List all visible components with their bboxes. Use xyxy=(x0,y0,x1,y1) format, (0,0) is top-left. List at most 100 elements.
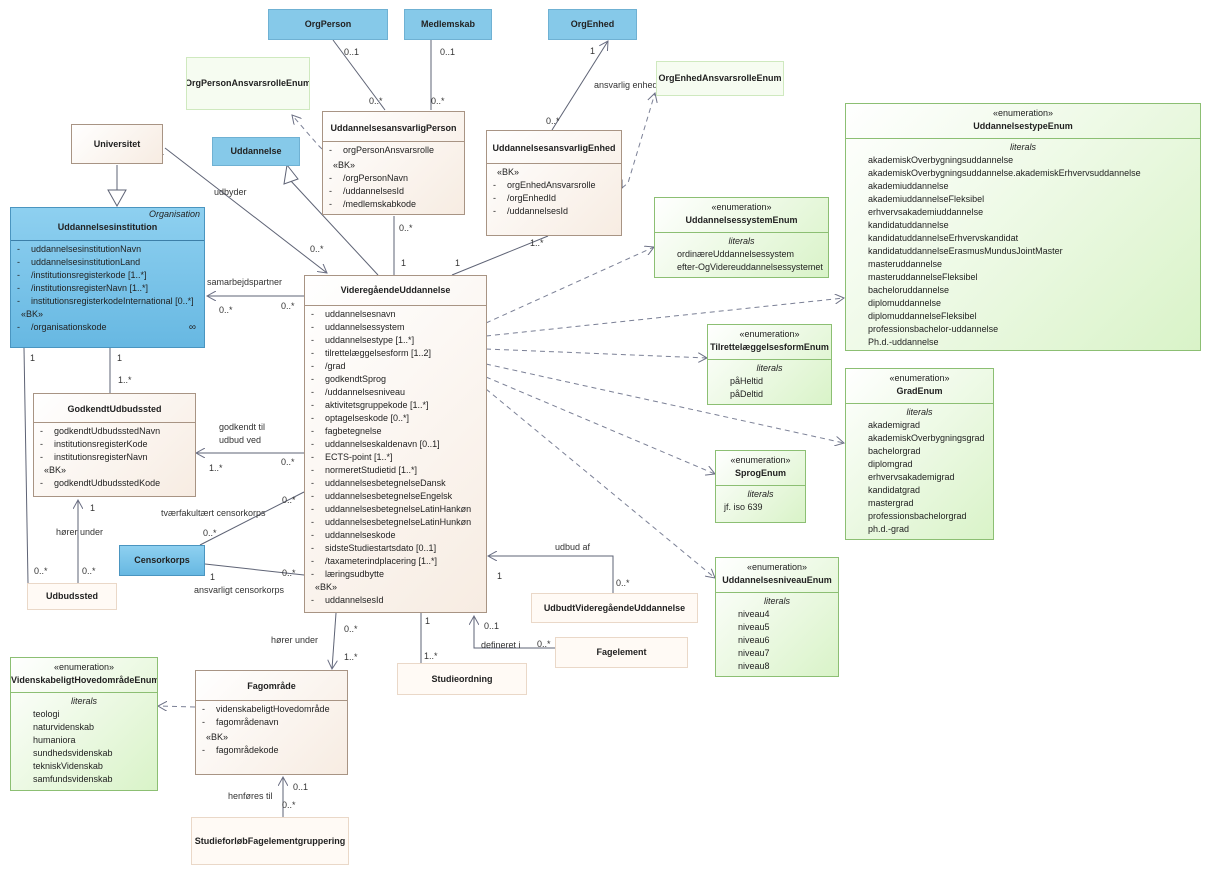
censorkorps-class[interactable]: Censorkorps xyxy=(119,545,205,576)
fag-mult1-label: 0..1 xyxy=(484,621,499,631)
orgpersonenum-class[interactable]: OrgPersonAnsvarsrolleEnum xyxy=(186,57,310,110)
udbudssted-class[interactable]: Udbudssted xyxy=(27,583,117,610)
person-mult1-label: 0..* xyxy=(369,96,383,106)
literal-row: kandidatuddannelseErasmusMundusJointMast… xyxy=(868,246,1063,256)
attr-row: -uddannelsesbetegnelseLatinHunkøn xyxy=(311,517,472,527)
niveauenum-title: UddannelsesniveauEnum xyxy=(722,575,832,585)
attr-row: -/institutionsregisterNavn [1..*] xyxy=(17,283,149,293)
godkendt-title: GodkendtUdbudssted xyxy=(67,404,162,414)
orgperson-class[interactable]: OrgPerson xyxy=(268,9,388,40)
vu-person-mult-label: 1 xyxy=(401,258,406,268)
attr-row: -/grad xyxy=(311,361,346,371)
attr-row: -uddannelsesbetegnelseDansk xyxy=(311,478,446,488)
fag-videnskab-dependency xyxy=(158,706,196,707)
inst-udbud-mult1-label: 1 xyxy=(30,353,35,363)
literals-label: literals xyxy=(1009,142,1036,152)
studie-mult1-label: 1 xyxy=(425,616,430,626)
ansvarlig-person-class[interactable]: UddannelsesansvarligPerson -orgPersonAns… xyxy=(322,111,465,215)
fagelement-title: Fagelement xyxy=(596,647,647,657)
uddannelse-class[interactable]: Uddannelse xyxy=(212,137,300,166)
orgperson-title: OrgPerson xyxy=(304,19,352,29)
udbud-mult2-label: 0..* xyxy=(616,578,630,588)
literal-row: erhvervsakademiuddannelse xyxy=(868,207,984,217)
orgenhed-class[interactable]: OrgEnhed xyxy=(548,9,637,40)
literal-row: mastergrad xyxy=(868,498,914,508)
udbud-mult1-label: 1 xyxy=(497,571,502,581)
uddannelsessystem-enum[interactable]: «enumeration» UddannelsessystemEnum lite… xyxy=(654,197,829,278)
fago-mult1-label: 0..* xyxy=(344,624,358,634)
fagomraade-link xyxy=(332,612,336,669)
attr-row: -uddannelseskode xyxy=(311,530,396,540)
literals-label: literals xyxy=(747,489,774,499)
uddannelse-generalization-arrow xyxy=(283,163,299,185)
videregaaende-uddannelse-class[interactable]: VideregåendeUddannelse -uddannelsesnavn … xyxy=(304,275,487,613)
studieordning-title: Studieordning xyxy=(431,673,493,684)
uddannelsestype-enum[interactable]: «enumeration» UddannelsestypeEnum litera… xyxy=(845,103,1201,351)
literal-row: humaniora xyxy=(33,735,76,745)
ansvarlig-enhed-class[interactable]: UddannelsesansvarligEnhed «BK» -orgEnhed… xyxy=(486,130,622,236)
studieforloeb-class[interactable]: StudieforløbFagelementgruppering xyxy=(191,817,349,865)
uddannelsesniveau-enum[interactable]: «enumeration» UddannelsesniveauEnum lite… xyxy=(715,557,839,677)
defineret-label: defineret i xyxy=(481,640,521,650)
henf-mult1-label: 0..1 xyxy=(293,782,308,792)
literal-row: kandidatuddannelseErhvervskandidat xyxy=(868,233,1019,243)
stereotype-label: Organisation xyxy=(148,209,200,219)
orgenhedenum-class[interactable]: OrgEnhedAnsvarsrolleEnum xyxy=(656,61,784,96)
attr-row: -fagområdenavn xyxy=(202,717,279,727)
literal-row: Ph.d.-uddannelse xyxy=(868,337,939,347)
literals-label: literals xyxy=(70,696,97,706)
literal-row: jf. iso 639 xyxy=(724,502,763,512)
literal-row: påHeltid xyxy=(730,376,764,386)
vu-systemenum-dependency xyxy=(485,247,654,324)
orgperson-link xyxy=(332,39,386,111)
ansvarlig-enhed-title: UddannelsesansvarligEnhed xyxy=(492,143,616,153)
attr-row: -aktivitetsgruppekode [1..*] xyxy=(311,400,429,410)
institution-class[interactable]: Organisation Uddannelsesinstitution -udd… xyxy=(10,207,205,348)
vu-udbyder-mult-label: 0..* xyxy=(310,244,324,254)
universitet-generalization-arrow xyxy=(107,189,127,208)
literal-row: påDeltid xyxy=(730,389,764,399)
studieordning-class[interactable]: Studieordning xyxy=(397,663,527,695)
videnskabeligt-hovedomraade-enum[interactable]: «enumeration» VidenskabeligtHovedområdeE… xyxy=(10,657,158,791)
bk-label: «BK» xyxy=(206,732,229,742)
godk-mult-label: 1..* xyxy=(209,463,223,473)
stereotype-label: «enumeration» xyxy=(739,329,800,339)
orgpersonenum-title: OrgPersonAnsvarsrolleEnum xyxy=(186,78,310,88)
attr-row: -uddannelsestype [1..*] xyxy=(311,335,415,345)
fagelement-class[interactable]: Fagelement xyxy=(555,637,688,668)
fagomraade-class[interactable]: Fagområde -videnskabeligtHovedområde -fa… xyxy=(195,670,348,775)
hoerer-under-label1: hører under xyxy=(56,527,103,537)
bk-row: -/uddannelsesId xyxy=(493,206,569,216)
uddannelse-generalization-link xyxy=(289,179,379,276)
grad-enum[interactable]: «enumeration» GradEnum literals akademig… xyxy=(845,368,994,540)
literal-row: ordinæreUddannelsessystem xyxy=(677,249,795,259)
udbyder-link xyxy=(164,147,327,273)
literal-row: akademiuddannelse xyxy=(868,181,949,191)
bk-row: -/medlemskabkode xyxy=(329,199,417,209)
medlemskab-class[interactable]: Medlemskab xyxy=(404,9,492,40)
censor-mult1-label: 1 xyxy=(210,572,215,582)
godkendt-role2-label: udbud ved xyxy=(219,435,261,445)
tilrettelaeggelsesform-enum[interactable]: «enumeration» TilrettelæggelsesformEnum … xyxy=(707,324,832,405)
stereotype-label: «enumeration» xyxy=(992,108,1054,118)
orgenhed-mult-label: 1 xyxy=(590,46,595,56)
literal-row: ph.d.-grad xyxy=(868,524,910,534)
medlem-mult-label: 0..1 xyxy=(440,47,455,57)
literal-row: akademiskOverbygningsgrad xyxy=(868,433,985,443)
godkendt-udbudssted-class[interactable]: GodkendtUdbudssted -godkendtUdbudsstedNa… xyxy=(33,393,196,497)
attr-row: -/institutionsregisterkode [1..*] xyxy=(17,270,147,280)
literal-row: niveau8 xyxy=(738,661,770,671)
udbudt-vu-class[interactable]: UdbudtVideregåendeUddannelse xyxy=(531,593,698,623)
tvaer-mult1-label: 0..* xyxy=(282,495,296,505)
attr-row: -læringsudbytte xyxy=(311,569,385,579)
udbyder-label: udbyder xyxy=(214,187,247,197)
attr-row: -uddannelsessystem xyxy=(311,322,405,332)
literal-row: akademiskOverbygningsuddannelse.akademis… xyxy=(868,168,1141,178)
attr-row: -uddannelsesnavn xyxy=(311,309,396,319)
sprog-enum[interactable]: «enumeration» SprogEnum literals jf. iso… xyxy=(715,450,806,523)
bk-row: -/organisationskode ∞ xyxy=(17,322,196,333)
attr-row: -ECTS-point [1..*] xyxy=(311,452,393,462)
literals-label: literals xyxy=(756,363,783,373)
universitet-class[interactable]: Universitet xyxy=(71,124,163,164)
vu-typeenum-dependency xyxy=(485,298,844,337)
